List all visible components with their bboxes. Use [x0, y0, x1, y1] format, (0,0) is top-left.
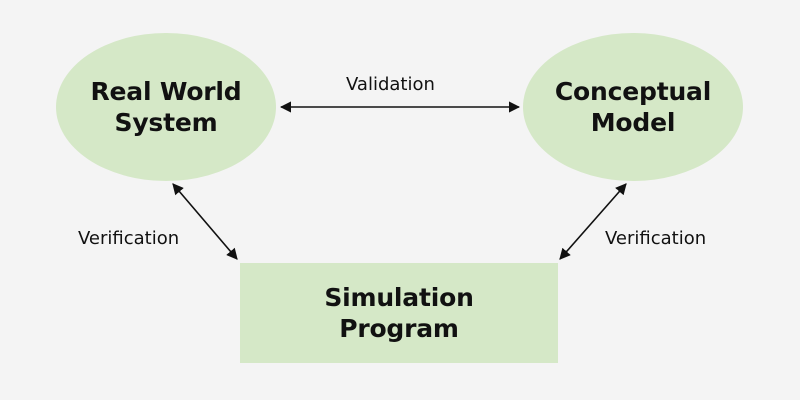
verification-right-arrow — [559, 183, 627, 260]
conceptual-model-node: Conceptual Model — [523, 33, 743, 181]
real-world-system-line-1: Real World — [90, 77, 242, 106]
simulation-program-node: Simulation Program — [240, 263, 558, 363]
real-world-system-label: Real World System — [90, 76, 241, 138]
simulation-program-line-2: Program — [339, 314, 459, 343]
verification-right-label: Verification — [605, 228, 707, 249]
real-world-system-line-2: System — [114, 108, 218, 137]
validation-label: Validation — [346, 74, 435, 95]
real-world-system-node: Real World System — [56, 33, 276, 181]
simulation-program-label: Simulation Program — [324, 282, 474, 344]
verification-left-label: Verification — [78, 228, 180, 249]
verification-left-arrow — [172, 183, 238, 260]
conceptual-model-label: Conceptual Model — [555, 76, 711, 138]
conceptual-model-line-1: Conceptual — [554, 77, 712, 106]
conceptual-model-line-2: Model — [590, 108, 676, 137]
simulation-program-line-1: Simulation — [324, 283, 474, 312]
